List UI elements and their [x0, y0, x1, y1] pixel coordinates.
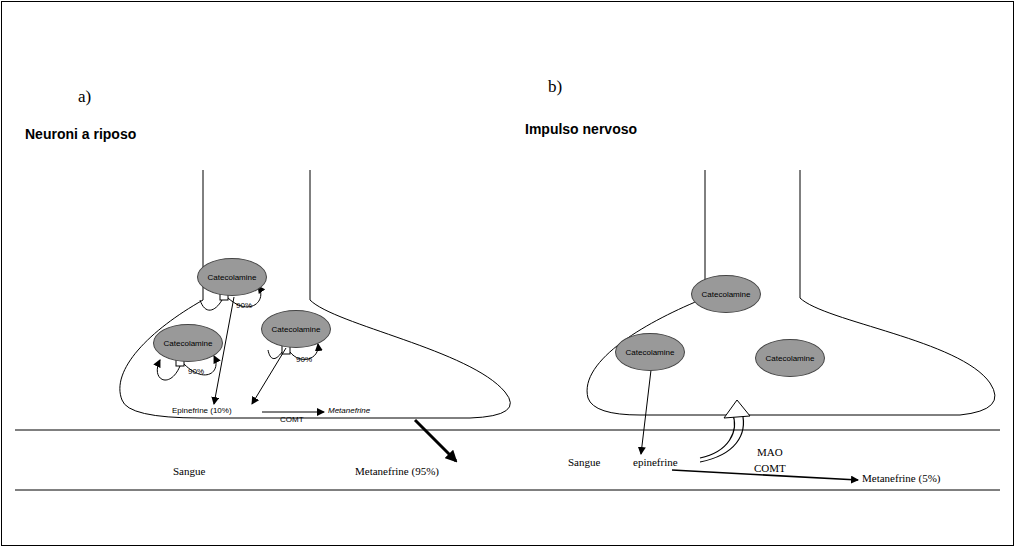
- text-label: 90%: [236, 302, 252, 311]
- text-label: COMT: [280, 416, 304, 425]
- vesicle-ellipse: Catecolamine: [615, 333, 685, 371]
- text-label: b): [548, 78, 562, 97]
- text-label: epinefrine: [633, 456, 678, 468]
- node-text: Catecolamine: [702, 290, 751, 299]
- node-text: Catecolamine: [208, 273, 257, 282]
- text-label: Sangue: [173, 465, 205, 477]
- text-label: Metanefrine (95%): [355, 465, 439, 477]
- text-label: MAO: [757, 446, 783, 458]
- text-label: Epinefrine (10%): [172, 407, 232, 416]
- text-label: a): [78, 88, 91, 107]
- node-text: Catecolamine: [164, 339, 213, 348]
- text-label: Sangue: [568, 456, 600, 468]
- text-label: COMT: [754, 462, 786, 474]
- text-label: Metanefrine: [328, 407, 370, 416]
- vesicle-ellipse: Catecolamine: [153, 324, 223, 362]
- text-label: 90%: [188, 368, 204, 377]
- node-text: Catecolamine: [626, 348, 675, 357]
- node-text: Catecolamine: [766, 354, 815, 363]
- vesicle-ellipse: Catecolamine: [197, 258, 267, 296]
- vesicle-ellipse: Catecolamine: [691, 275, 761, 313]
- vesicle-ellipse: Catecolamine: [261, 310, 331, 348]
- text-label: Metanefrine (5%): [862, 472, 941, 484]
- heading: Neuroni a riposo: [25, 127, 136, 142]
- text-label: 90%: [296, 356, 312, 365]
- vesicle-ellipse: Catecolamine: [755, 339, 825, 377]
- heading: Impulso nervoso: [525, 122, 637, 137]
- node-text: Catecolamine: [272, 325, 321, 334]
